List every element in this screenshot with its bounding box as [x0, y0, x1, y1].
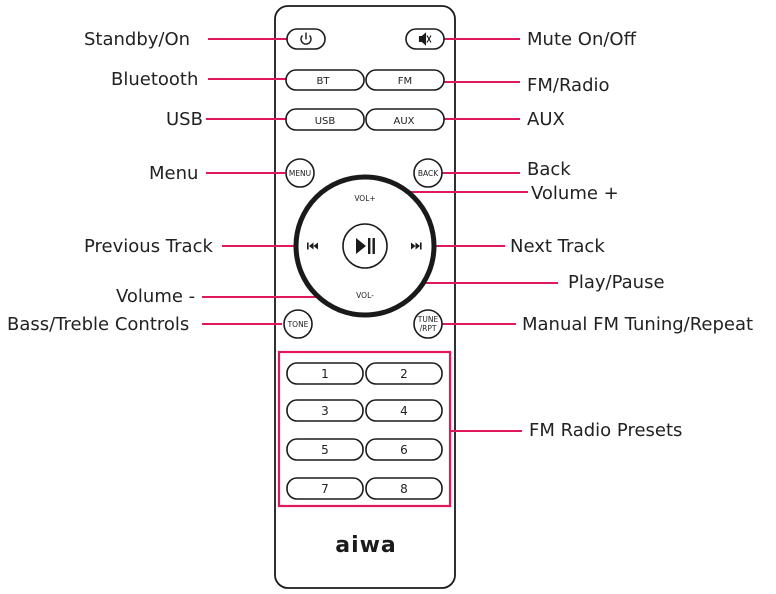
preset-button-4[interactable]: [365, 399, 443, 422]
preset-label-4: 4: [400, 404, 408, 418]
preset-label-6: 6: [400, 443, 408, 457]
preset-label-1: 1: [321, 367, 329, 381]
callout-standby: Standby/On: [84, 29, 190, 50]
callout-presets: FM Radio Presets: [529, 420, 682, 441]
callout-volume-down: Volume -: [116, 286, 195, 307]
bt-button-label: BT: [317, 76, 331, 87]
bt-button[interactable]: [285, 69, 365, 91]
power-icon: [300, 32, 312, 45]
back-button-label: BACK: [418, 169, 439, 178]
back-button[interactable]: [413, 158, 443, 188]
speaker-mute-icon: [418, 32, 432, 46]
fm-button[interactable]: [365, 69, 445, 91]
menu-button[interactable]: [285, 158, 315, 188]
callout-fm-radio: FM/Radio: [527, 75, 610, 96]
aiwa-logo: aiwa: [335, 533, 397, 558]
tune-repeat-button[interactable]: [413, 309, 443, 339]
aux-button-label: AUX: [393, 116, 414, 127]
previous-track-icon[interactable]: [307, 242, 318, 250]
fm-button-label: FM: [398, 76, 412, 87]
callout-previous-track: Previous Track: [84, 236, 213, 257]
preset-button-8[interactable]: [365, 477, 443, 500]
tone-button-label: TONE: [287, 320, 309, 329]
tone-button[interactable]: [283, 309, 313, 339]
callout-bluetooth: Bluetooth: [111, 69, 198, 90]
preset-label-2: 2: [400, 367, 408, 381]
callout-tuning: Manual FM Tuning/Repeat: [522, 314, 753, 335]
callout-usb: USB: [166, 109, 203, 130]
volume-up-label[interactable]: VOL+: [354, 194, 375, 203]
usb-button-label: USB: [315, 116, 336, 127]
callout-menu: Menu: [149, 163, 198, 184]
preset-button-6[interactable]: [365, 438, 443, 461]
callout-aux: AUX: [527, 109, 565, 130]
preset-button-1[interactable]: [286, 362, 364, 385]
callout-back: Back: [527, 159, 571, 180]
play-pause-icon: [356, 238, 375, 254]
usb-button[interactable]: [285, 108, 365, 131]
callout-volume-up: Volume +: [531, 183, 619, 204]
callout-play-pause: Play/Pause: [568, 272, 665, 293]
preset-label-5: 5: [321, 443, 329, 457]
preset-label-3: 3: [321, 404, 329, 418]
preset-button-5[interactable]: [286, 438, 364, 461]
preset-button-2[interactable]: [365, 362, 443, 385]
callout-next-track: Next Track: [510, 236, 605, 257]
callout-bass-treble: Bass/Treble Controls: [7, 314, 189, 335]
next-track-icon[interactable]: [411, 242, 422, 250]
menu-button-label: MENU: [289, 169, 311, 178]
preset-button-3[interactable]: [286, 399, 364, 422]
tune-button-label-line1: TUNE: [417, 315, 439, 324]
preset-label-8: 8: [400, 482, 408, 496]
preset-button-7[interactable]: [286, 477, 364, 500]
preset-label-7: 7: [321, 482, 329, 496]
callout-mute: Mute On/Off: [527, 29, 637, 50]
aux-button[interactable]: [365, 108, 445, 131]
volume-down-label[interactable]: VOL-: [356, 291, 374, 300]
preset-grid: 1 2 3 4 5 6 7 8: [286, 362, 443, 500]
presets-highlight-box: [277, 350, 452, 508]
tune-button-label-line2: /RPT: [420, 324, 437, 333]
